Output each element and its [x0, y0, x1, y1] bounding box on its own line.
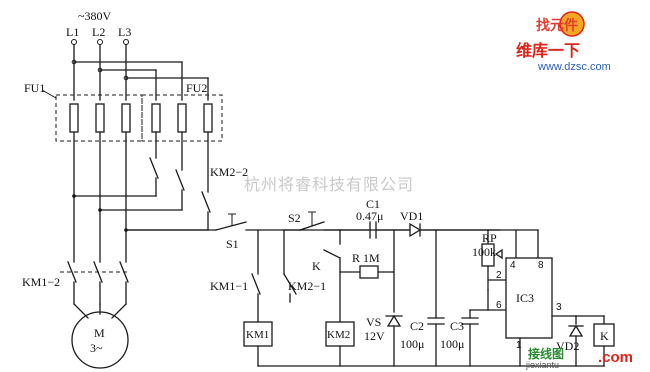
bottom-logo-cn: 接线图: [528, 346, 564, 361]
fuse-fu1-l3: [121, 103, 131, 133]
fu2-label: FU2: [186, 81, 207, 95]
junction-dot: [98, 208, 102, 212]
km2-2-contact-c: [201, 191, 211, 213]
vs-value: 12V: [364, 329, 385, 343]
km1-coil-label: KM1: [246, 329, 269, 341]
line-l3-label: L3: [118, 25, 131, 39]
km1-2-contact-1: [67, 261, 77, 283]
km2-2-contact-a: [149, 157, 159, 179]
junction-dot: [71, 59, 77, 65]
ic3-pin6: 6: [496, 300, 502, 311]
ic3-pin3: 3: [556, 302, 562, 313]
k-contact: [323, 249, 341, 259]
vd1-label: VD1: [400, 209, 423, 223]
bottom-logo-com: .com: [598, 349, 633, 366]
c1-value: 0.47μ: [356, 209, 383, 223]
motor-phase-label: 3~: [90, 341, 103, 355]
k-contact-label: K: [312, 259, 321, 273]
c1-label: C1: [366, 197, 380, 211]
supply-voltage-label: ~380V: [78, 9, 111, 23]
fu1-housing: [55, 94, 143, 142]
ic3-pin2: 2: [496, 270, 502, 281]
vd2-label: VD2: [556, 339, 579, 353]
vs-zener: [386, 314, 402, 327]
ic3-chip: [505, 257, 553, 339]
motor-symbol: [71, 311, 129, 369]
junction-dot: [123, 75, 129, 81]
fu1-leader: [41, 89, 57, 99]
fuse-fu2-b: [177, 103, 187, 133]
terminal-l2: [97, 39, 103, 45]
bottom-logo-en: jiexiantu: [525, 360, 559, 370]
km1-1-contact: [251, 273, 261, 295]
c3-value: 100μ: [440, 337, 464, 351]
fu1-label: FU1: [24, 81, 45, 95]
km2-1-label: KM2−1: [288, 279, 326, 293]
c2-value: 100μ: [400, 337, 424, 351]
vs-label: VS: [366, 315, 381, 329]
km2-2-contact-b: [175, 169, 185, 191]
r1m-label: R 1M: [352, 251, 380, 265]
c2-label: C2: [410, 319, 424, 333]
vd2-diode: [568, 324, 584, 337]
km2-coil-label: KM2: [327, 329, 350, 341]
ic3-pin8: 8: [538, 260, 544, 271]
motor-m-label: M: [94, 326, 105, 340]
line-l1-label: L1: [66, 25, 79, 39]
logo-top-text: 找元件: [536, 17, 578, 34]
logo-url-text: www.dzsc.com: [537, 61, 611, 73]
km1-1-label: KM1−1: [210, 279, 248, 293]
s1-pushbutton: [215, 221, 247, 231]
ic3-label: IC3: [516, 291, 534, 305]
ic3-pin4: 4: [510, 260, 516, 271]
rp-wiper: [494, 248, 503, 260]
k-relay-label: K: [600, 329, 609, 343]
junction-dot: [72, 194, 76, 198]
resistor-r1m: [359, 265, 379, 279]
s2-label: S2: [288, 211, 301, 225]
junction-dot: [97, 67, 103, 73]
logo-main-text: 维库一下: [516, 41, 580, 60]
fuse-fu2-c: [203, 103, 213, 133]
km1-coil: [243, 321, 273, 347]
ic3-pin1: 1: [516, 340, 522, 351]
terminal-l3: [123, 39, 129, 45]
fuse-fu1-l1: [69, 103, 79, 133]
vd1-diode: [409, 222, 422, 238]
km1-2-label: KM1−2: [22, 275, 60, 289]
mascot-logo-icon: [559, 11, 585, 37]
line-l2-label: L2: [92, 25, 105, 39]
terminal-l1: [71, 39, 77, 45]
km2-2-label: KM2−2: [210, 165, 248, 179]
c3-label: C3: [450, 319, 464, 333]
fuse-fu1-l2: [95, 103, 105, 133]
rp-label: RP: [482, 231, 497, 245]
fuse-fu2-a: [151, 103, 161, 133]
company-watermark: 杭州将睿科技有限公司: [244, 175, 414, 194]
km2-1-contact: [283, 273, 297, 295]
rp-value: 100k: [472, 245, 496, 259]
s1-label: S1: [226, 237, 239, 251]
